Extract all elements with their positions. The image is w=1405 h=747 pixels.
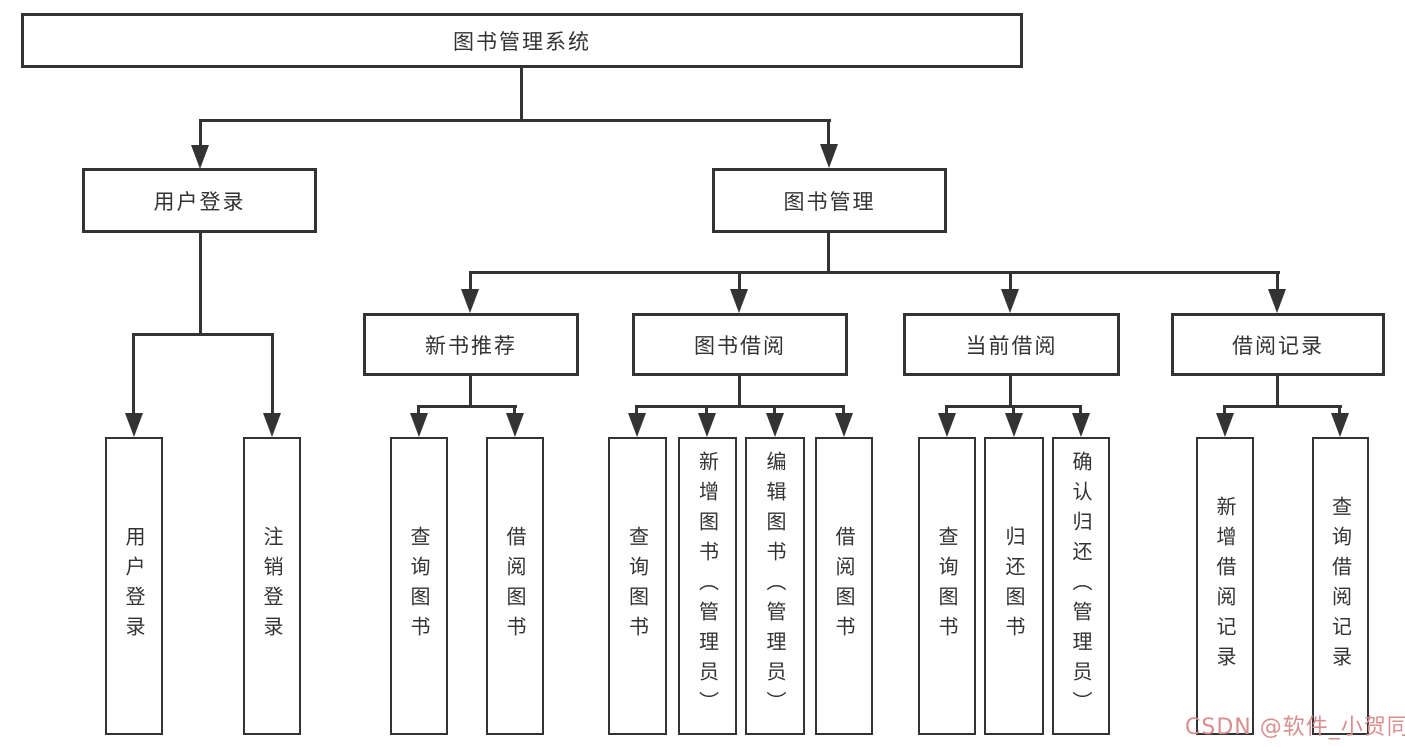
arrow-down-g2-c4 — [835, 413, 853, 437]
connector-g2-c1-drop — [635, 406, 638, 418]
leaf-confirm-return-admin: 确认归还（管理员） — [1052, 437, 1110, 735]
connector-root-stem — [520, 68, 523, 121]
connector-login-child2-drop — [271, 334, 274, 419]
connector-g2-c3-drop — [773, 406, 776, 418]
arrow-down-borrow-records — [1268, 289, 1286, 313]
connector-group4-drop — [1276, 271, 1279, 293]
arrow-down-g1-c2 — [506, 413, 524, 437]
arrow-down-g3-c3 — [1072, 413, 1090, 437]
arrow-down-g4-c2 — [1331, 413, 1349, 437]
arrow-down-g2-c3 — [766, 413, 784, 437]
connector-g3-c2-drop — [1012, 406, 1015, 418]
connector-g4-branch — [1223, 405, 1342, 408]
connector-login-branch — [132, 333, 274, 336]
connector-g1-c1-drop — [417, 406, 420, 418]
connector-login-child1-drop — [132, 334, 135, 419]
connector-group1-drop — [469, 271, 472, 293]
connector-g1-stem — [469, 375, 472, 407]
connector-g4-c1-drop — [1223, 406, 1226, 418]
arrow-down-login — [191, 145, 209, 169]
group-book-borrowing: 图书借阅 — [632, 313, 848, 376]
connector-group3-drop — [1009, 271, 1012, 293]
arrow-down-current-borrow — [1001, 289, 1019, 313]
group-borrow-records: 借阅记录 — [1171, 313, 1385, 376]
group-current-borrowing: 当前借阅 — [903, 313, 1120, 376]
connector-g4-stem — [1276, 375, 1279, 407]
leaf-user-login: 用户登录 — [105, 437, 163, 735]
arrow-down-g2-c2 — [698, 413, 716, 437]
leaf-borrow-books-borrowing: 借阅图书 — [815, 437, 873, 735]
connector-g2-branch — [635, 405, 845, 408]
connector-login-drop — [199, 119, 202, 149]
connector-level2-branch — [199, 119, 831, 122]
connector-g3-stem — [1009, 375, 1012, 407]
leaf-add-books-admin: 新增图书（管理员） — [678, 437, 737, 735]
leaf-query-books-recommend: 查询图书 — [390, 437, 448, 735]
leaf-logout: 注销登录 — [243, 437, 301, 735]
arrow-down-book-borrow — [730, 289, 748, 313]
watermark: CSDN @软件_小贺同学 — [1185, 715, 1405, 740]
connector-g1-c2-drop — [513, 406, 516, 418]
connector-group2-drop — [738, 271, 741, 293]
branch-book-management: 图书管理 — [712, 168, 947, 233]
arrow-down-g4-c1 — [1216, 413, 1234, 437]
root-node: 图书管理系统 — [21, 13, 1023, 68]
leaf-edit-books-admin: 编辑图书（管理员） — [745, 437, 805, 735]
branch-user-login: 用户登录 — [82, 168, 317, 233]
leaf-return-books: 归还图书 — [984, 437, 1044, 735]
leaf-add-borrow-record: 新增借阅记录 — [1196, 437, 1254, 735]
arrow-down-g2-c1 — [628, 413, 646, 437]
group-new-book-recommend: 新书推荐 — [363, 313, 579, 376]
connector-mgmt-stem — [827, 232, 830, 274]
connector-mgmt-drop — [827, 119, 830, 149]
connector-level3-branch — [469, 271, 1280, 274]
leaf-borrow-books-recommend: 借阅图书 — [486, 437, 544, 735]
connector-g3-c3-drop — [1079, 406, 1082, 418]
arrow-down-g1-c1 — [410, 413, 428, 437]
leaf-query-books-current: 查询图书 — [918, 437, 976, 735]
connector-g2-stem — [738, 375, 741, 407]
connector-g4-c2-drop — [1338, 406, 1341, 418]
connector-g1-branch — [417, 405, 517, 408]
connector-login-stem — [199, 232, 202, 336]
connector-g3-c1-drop — [945, 406, 948, 418]
arrow-down-logout — [263, 413, 281, 437]
leaf-query-borrow-record: 查询借阅记录 — [1312, 437, 1369, 735]
arrow-down-g3-c2 — [1005, 413, 1023, 437]
arrow-down-mgmt — [820, 144, 838, 168]
leaf-query-books-borrowing: 查询图书 — [608, 437, 667, 735]
arrow-down-user-login — [125, 413, 143, 437]
connector-g2-c2-drop — [705, 406, 708, 418]
arrow-down-new-book — [461, 289, 479, 313]
arrow-down-g3-c1 — [938, 413, 956, 437]
connector-g2-c4-drop — [842, 406, 845, 418]
